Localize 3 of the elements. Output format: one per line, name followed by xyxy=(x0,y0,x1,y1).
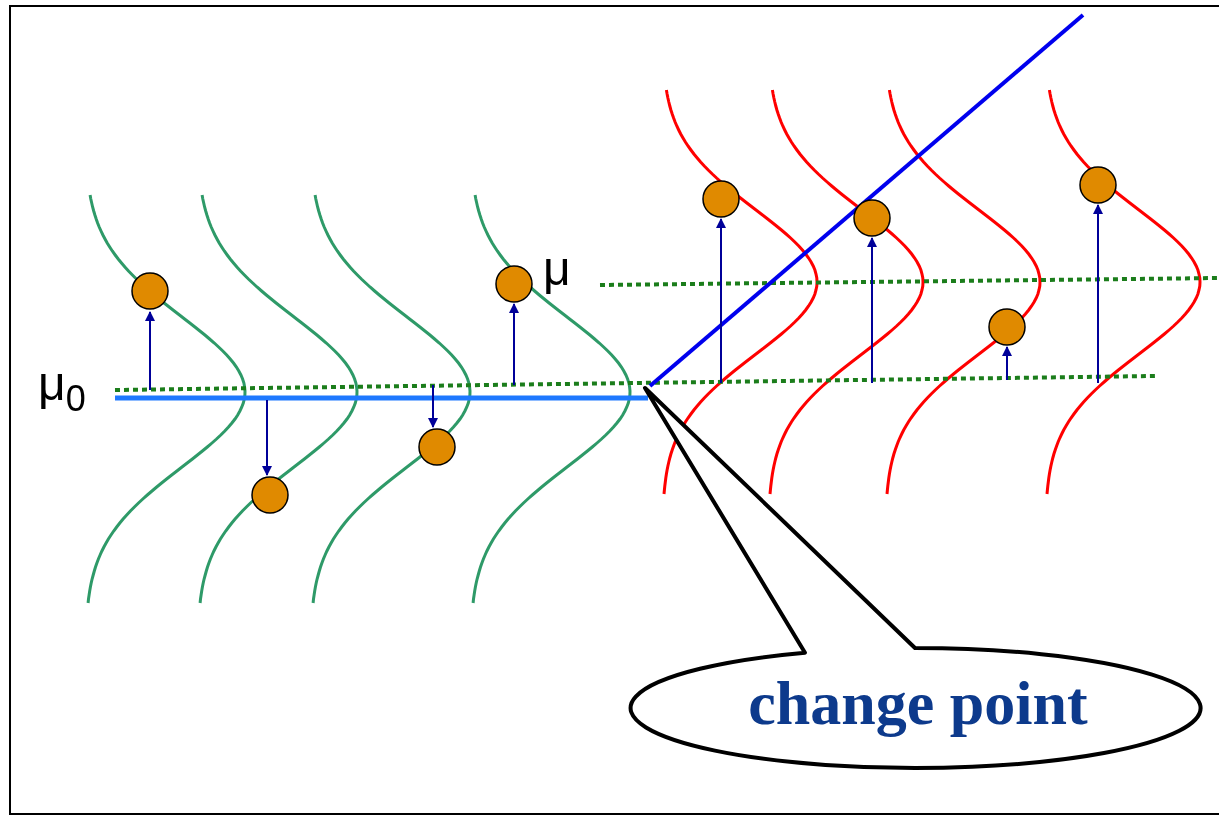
symbol-label: μ xyxy=(543,245,571,293)
symbol-label: μ$_{0}$ xyxy=(38,360,86,417)
callout-text: change point xyxy=(747,668,1089,739)
